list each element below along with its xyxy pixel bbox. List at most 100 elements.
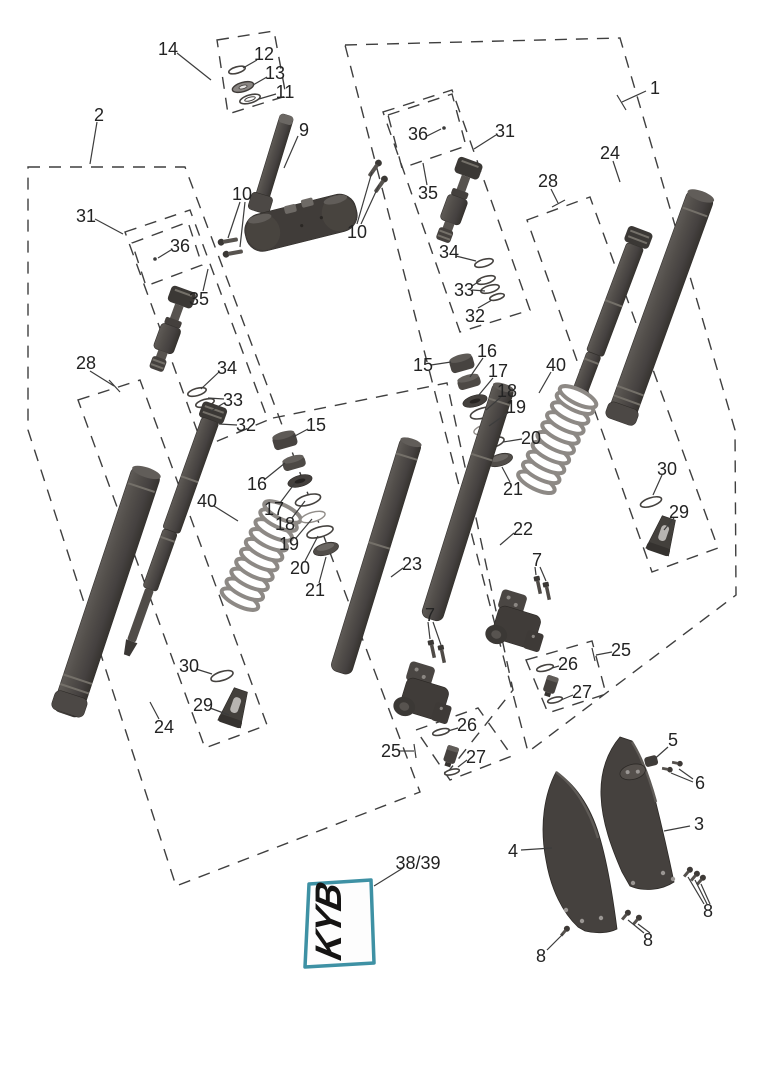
fork-spring-right — [516, 384, 599, 496]
part-callout-19: 19 — [506, 397, 526, 417]
part-callout-36: 36 — [408, 124, 428, 144]
callout-leader-10 — [239, 201, 246, 248]
callout-leader-26 — [447, 727, 459, 732]
screw-8 — [689, 870, 700, 882]
bleed-screw — [543, 675, 559, 698]
washer-26 — [431, 727, 451, 737]
callout-leader-34 — [200, 371, 220, 390]
callout-leader-33 — [471, 289, 486, 292]
callout-leader-8 — [694, 879, 708, 905]
part-callout-7: 7 — [425, 605, 435, 625]
callout-leader-34 — [455, 255, 477, 262]
callout-leader-27 — [457, 759, 468, 768]
callout-leader-7 — [534, 566, 537, 576]
callout-leader-16 — [263, 462, 286, 481]
pinch-bolt-10 — [368, 159, 382, 177]
part-callout-10: 10 — [232, 184, 252, 204]
callout-leader-9 — [283, 135, 299, 169]
bolt-7 — [437, 644, 447, 664]
part-callout-8: 8 — [643, 930, 653, 950]
part-callout-20: 20 — [521, 428, 541, 448]
part-callout-8: 8 — [703, 901, 713, 921]
part-callout-27: 27 — [466, 747, 486, 767]
pinch-bolt-10 — [222, 249, 243, 258]
cap-15 — [449, 353, 475, 374]
callout-leader-27 — [560, 694, 574, 701]
kyb-logo-text: KYB — [307, 879, 349, 963]
dot-36-right — [442, 126, 446, 130]
callout-leader-6 — [670, 772, 694, 783]
part-callout-17: 17 — [264, 499, 284, 519]
part-callout-20: 20 — [290, 558, 310, 578]
bolt-7 — [542, 581, 552, 601]
callout-leader-40 — [538, 371, 552, 394]
screw-6 — [661, 766, 673, 773]
part-callout-40: 40 — [546, 355, 566, 375]
part-callout-33: 33 — [223, 390, 243, 410]
screw-8 — [631, 914, 642, 926]
cap-15 — [272, 430, 298, 451]
callout-leader-30 — [652, 474, 663, 496]
callout-leader-25 — [591, 647, 596, 662]
part-callout-21: 21 — [305, 580, 325, 600]
callout-leader-38-39 — [373, 867, 404, 887]
oring-30-left — [210, 669, 234, 683]
callout-leader-8 — [687, 876, 705, 905]
callout-leader-1 — [616, 94, 627, 111]
part-callout-14: 14 — [158, 39, 178, 59]
washer-19 — [300, 510, 326, 524]
part-callout-28: 28 — [76, 353, 96, 373]
callout-leader-10 — [356, 171, 373, 225]
part-callout-30: 30 — [179, 656, 199, 676]
preload-adjuster-right — [436, 156, 483, 243]
outer-tube-24-left — [51, 465, 161, 718]
callout-leader-1 — [621, 90, 647, 103]
spacer-16 — [282, 454, 306, 471]
callout-leader-12 — [242, 59, 258, 69]
part-callout-5: 5 — [668, 730, 678, 750]
callout-leader-31 — [94, 218, 124, 235]
callout-leader-33 — [210, 402, 225, 412]
part-callout-16: 16 — [247, 474, 267, 494]
part-callout-18: 18 — [497, 381, 517, 401]
damper-28-left — [123, 401, 228, 657]
part-callout-6: 6 — [695, 773, 705, 793]
callout-leader-19 — [295, 518, 313, 539]
callout-leader-36 — [157, 249, 172, 259]
part-callout-34: 34 — [439, 242, 459, 262]
part-callout-40: 40 — [197, 491, 217, 511]
callout-leader-28 — [550, 188, 559, 204]
bleed-screw — [443, 745, 459, 768]
callout-leader-25 — [413, 743, 417, 759]
part-callout-26: 26 — [558, 654, 578, 674]
callout-leader-19 — [488, 411, 510, 427]
callout-leader-14 — [176, 52, 212, 81]
callout-leader-21 — [318, 556, 327, 584]
part-callout-24: 24 — [600, 143, 620, 163]
callout-leader-32 — [218, 423, 238, 426]
group-box-36-right — [387, 93, 467, 169]
callout-leader-30 — [195, 668, 213, 675]
callout-leader-8 — [546, 933, 564, 951]
seal-17-hole — [469, 398, 481, 404]
bracket-5 — [619, 755, 659, 781]
callout-leader-26 — [551, 665, 560, 669]
washer-18 — [294, 493, 322, 507]
washer-20 — [306, 525, 334, 539]
callout-leader-10 — [360, 184, 380, 225]
group-box-28-right — [526, 196, 719, 573]
part-callout-30: 30 — [657, 459, 677, 479]
washer-26 — [535, 663, 555, 673]
seal-12 — [227, 65, 247, 75]
callout-leader-40 — [213, 505, 239, 522]
part-callout-26: 26 — [457, 715, 477, 735]
part-callout-29: 29 — [193, 695, 213, 715]
part-callout-25: 25 — [611, 640, 631, 660]
callout-leader-33 — [207, 397, 225, 400]
screw-8 — [620, 909, 631, 921]
part-callout-19: 19 — [279, 534, 299, 554]
part-callout-27: 27 — [572, 682, 592, 702]
group-box-36-left — [131, 221, 203, 287]
part-callout-28: 28 — [538, 171, 558, 191]
part-callout-17: 17 — [488, 361, 508, 381]
